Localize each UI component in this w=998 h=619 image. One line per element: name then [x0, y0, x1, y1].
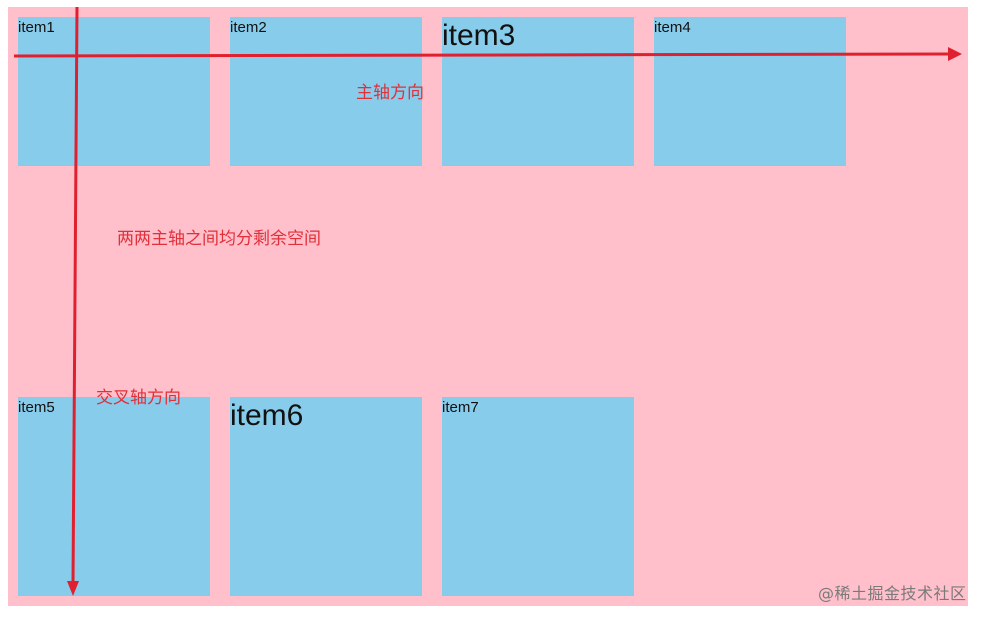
item-label: item2	[230, 19, 267, 36]
item-label: item7	[442, 399, 479, 416]
item-label: item6	[230, 399, 304, 432]
item-label: item5	[18, 399, 55, 416]
cross-axis-label: 交叉轴方向	[96, 388, 181, 408]
watermark: @稀土掘金技术社区	[818, 584, 967, 603]
flex-item-1: item1	[18, 17, 210, 166]
item-label: item3	[442, 19, 516, 52]
flex-item-6: item6	[230, 397, 422, 596]
main-axis-label: 主轴方向	[356, 83, 424, 103]
flex-item-3: item3	[442, 17, 634, 166]
space-between-label: 两两主轴之间均分剩余空间	[117, 229, 321, 249]
item-label: item1	[18, 19, 55, 36]
flex-item-7: item7	[442, 397, 634, 596]
flex-item-5: item5	[18, 397, 210, 596]
flex-item-4: item4	[654, 17, 846, 166]
flex-item-2: item2	[230, 17, 422, 166]
item-label: item4	[654, 19, 691, 36]
